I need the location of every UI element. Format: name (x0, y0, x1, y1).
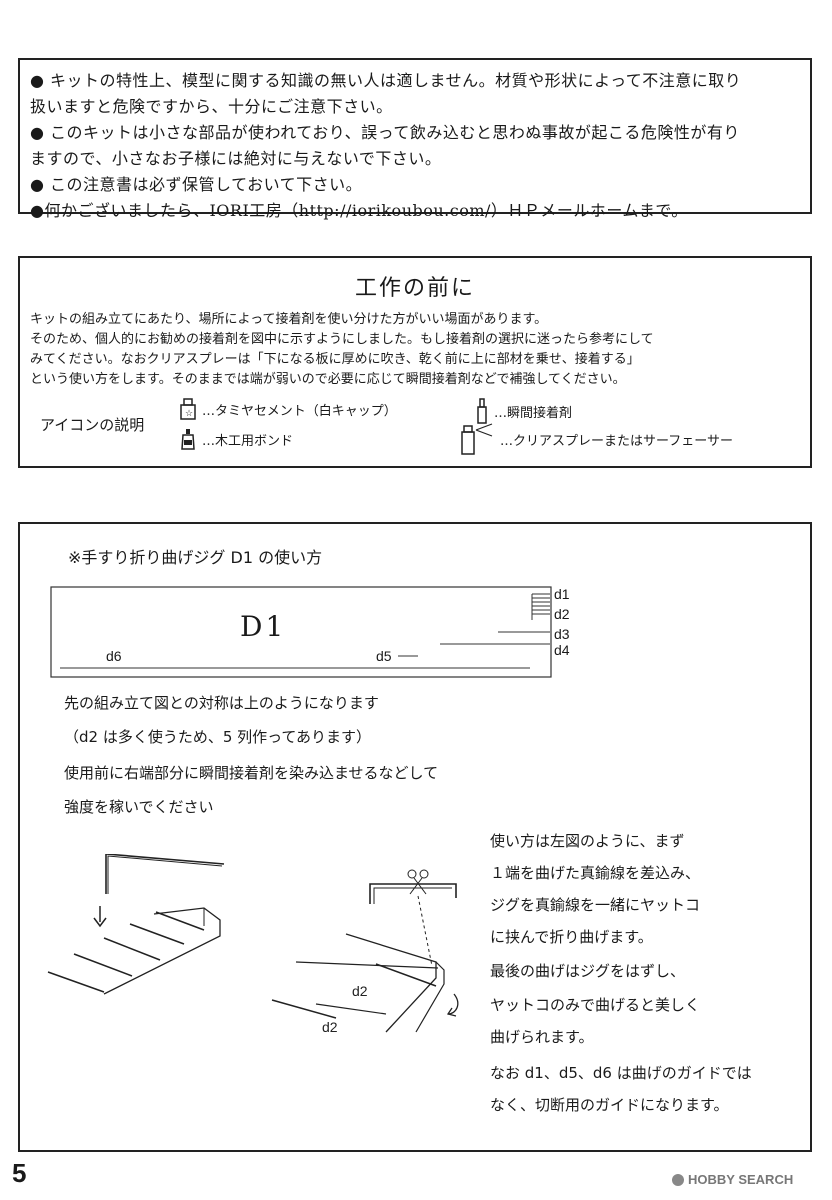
jig-name: D1 (240, 610, 287, 643)
watermark-logo-icon (672, 1173, 684, 1186)
usage-step: １端を曲げた真鍮線を差込み、 (490, 864, 701, 882)
body-line: キットの組み立てにあたり、場所によって接着剤を使い分けた方がいい場面があります。 (30, 312, 548, 327)
warning-line: ますので、小さなお子様には絶対に与えないで下さい。 (30, 149, 442, 168)
wood-bond-text: …木工用ボンド (202, 433, 294, 449)
body-line: みてください。なおクリアスプレーは「下になる板に厚めに吹き、乾く前に上に部材を乗… (30, 352, 640, 367)
warning-line: ● キットの特性上、模型に関する知識の無い人は適しません。材質や形状によって不注… (30, 71, 742, 90)
guide-note: （d2 は多く使うため、5 列作ってあります） (64, 728, 371, 746)
wood-bond-icon (181, 429, 195, 450)
usage-step: 最後の曲げはジグをはずし、 (490, 962, 686, 980)
scissors-icon (407, 869, 429, 895)
guide-note: 強度を稼いでください (64, 798, 214, 816)
icon-legend-label: アイコンの説明 (40, 416, 145, 434)
warning-line: ●何かございましたら、IORI工房（http://iorikoubou.com/… (30, 201, 688, 220)
usage-step: ヤットコのみで曲げると美しく (490, 996, 701, 1014)
instant-glue-legend: …瞬間接着剤 (476, 398, 572, 424)
guide-note: 使用前に右端部分に瞬間接着剤を染み込ませるなどして (64, 764, 439, 782)
d1-label: d1 (554, 586, 570, 602)
svg-text:☆: ☆ (185, 409, 193, 419)
d2-label: d2 (554, 606, 570, 622)
clear-spray-legend: …クリアスプレーまたはサーフェーサー (460, 422, 733, 456)
sketch-label-d2: d2 (322, 1019, 338, 1034)
body-line: そのため、個人的にお勧めの接着剤を図中に示すようにしました。もし接着剤の選択に迷… (30, 332, 654, 347)
warning-line: ● このキットは小さな部品が使われており、誤って飲み込むと思わぬ事故が起こる危険… (30, 123, 740, 142)
tamiya-cement-icon: ☆ (180, 398, 196, 420)
section-title: 工作の前に (354, 276, 475, 301)
d5-label: d5 (376, 648, 392, 664)
jig-d1-diagram: D1 d1 d2 d3 d4 d5 d6 (50, 586, 570, 678)
usage-step: なお d1、d5、d6 は曲げのガイドでは (490, 1064, 752, 1082)
guide-note: 先の組み立て図との対称は上のようになります (64, 694, 379, 712)
jig-outline (50, 586, 552, 678)
instant-glue-icon (477, 398, 487, 424)
jig-guide-box: ※手すり折り曲げジグ D1 の使い方 D1 d1 d2 d3 d4 d5 d6 … (18, 522, 812, 1152)
guide-title: ※手すり折り曲げジグ D1 の使い方 (68, 548, 323, 567)
before-assembly-box: 工作の前に キットの組み立てにあたり、場所によって接着剤を使い分けた方がいい場面… (18, 256, 812, 468)
insert-wire-sketch (47, 854, 225, 995)
d4-label: d4 (554, 642, 570, 658)
icon-legend: アイコンの説明 ☆ …タミヤセメント（白キャップ） …木工用ボンド …瞬間接着剤… (30, 398, 800, 458)
wood-bond-legend: …木工用ボンド (180, 428, 293, 450)
tamiya-cement-legend: ☆ …タミヤセメント（白キャップ） (180, 398, 397, 420)
spray-can-icon (461, 423, 493, 455)
d6-label: d6 (106, 648, 122, 664)
usage-step: ジグを真鍮線を一緒にヤットコ (490, 896, 701, 914)
body-line: という使い方をします。そのままでは端が弱いので必要に応じて瞬間接着剤などで補強し… (30, 372, 626, 387)
watermark-text: HOBBY SEARCH (688, 1172, 794, 1187)
warning-line: 扱いますと危険ですから、十分にご注意下さい。 (30, 97, 393, 116)
pliers-bend-sketch: d2 d2 (271, 869, 459, 1034)
d3-label: d3 (554, 626, 570, 642)
sketch-label-d2: d2 (352, 983, 368, 999)
warning-box: ● キットの特性上、模型に関する知識の無い人は適しません。材質や形状によって不注… (18, 58, 812, 220)
usage-step: 曲げられます。 (490, 1028, 594, 1046)
tamiya-cement-text: …タミヤセメント（白キャップ） (202, 403, 397, 419)
usage-step: に挟んで折り曲げます。 (490, 928, 653, 946)
page-number: 5 (12, 1158, 27, 1188)
clear-spray-text: …クリアスプレーまたはサーフェーサー (500, 433, 733, 449)
usage-step: なく、切断用のガイドになります。 (490, 1096, 729, 1114)
watermark: HOBBY SEARCH (672, 1172, 793, 1187)
warning-line: ● この注意書は必ず保管しておいて下さい。 (30, 175, 363, 194)
usage-step: 使い方は左図のように、まず (490, 832, 685, 850)
instant-glue-text: …瞬間接着剤 (494, 405, 573, 421)
